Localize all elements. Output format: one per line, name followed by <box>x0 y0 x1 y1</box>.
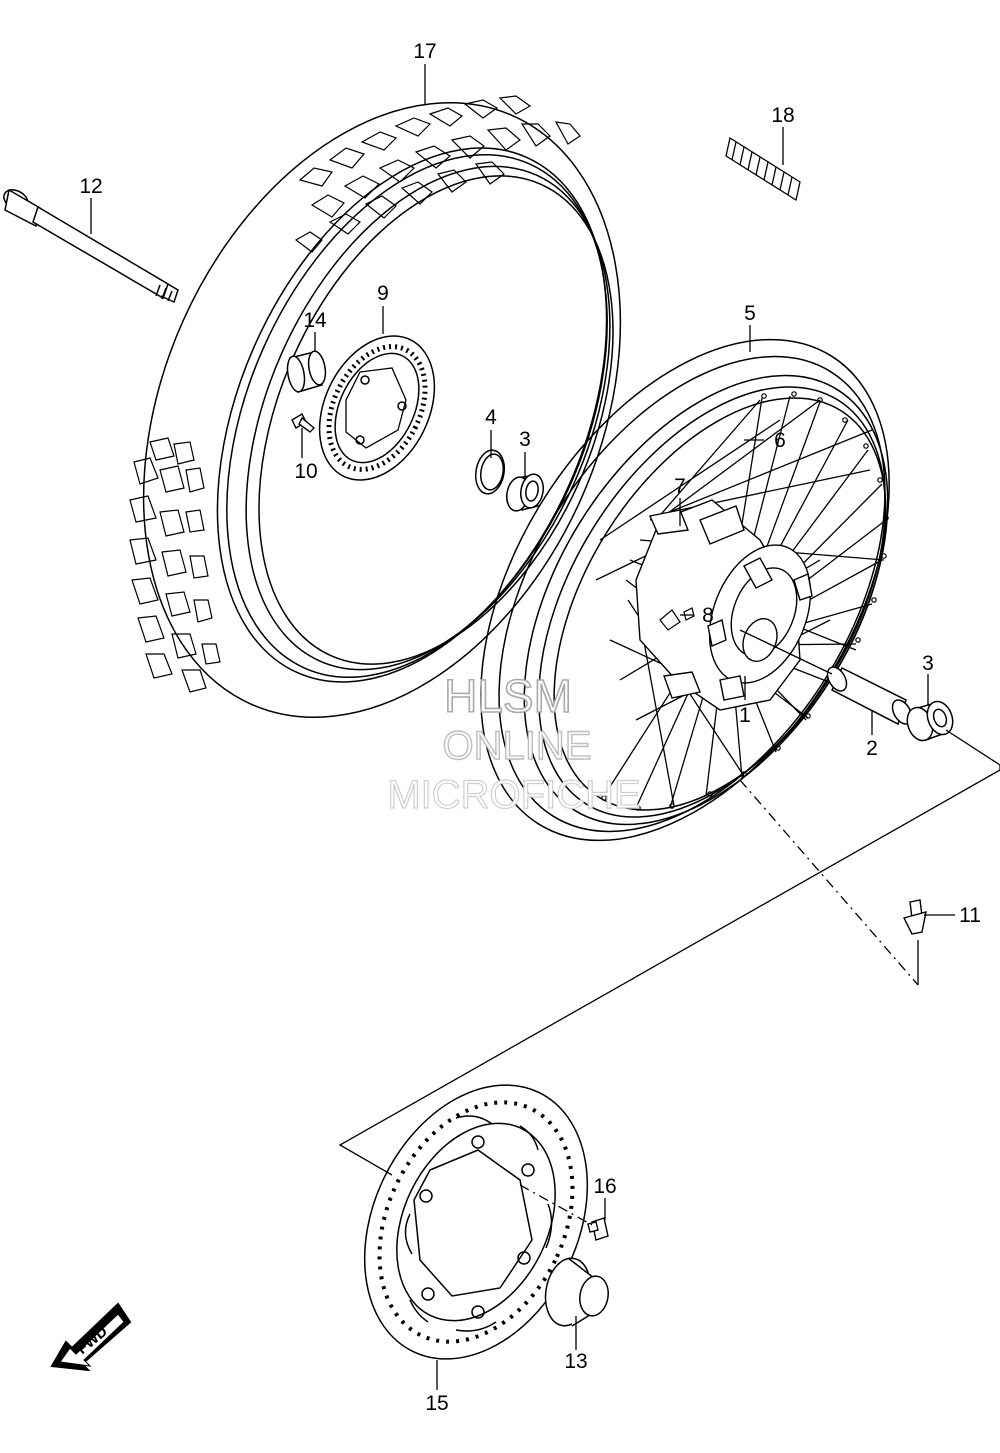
callout-labels: 17 18 12 9 5 14 4 6 3 10 7 8 3 1 2 11 16… <box>79 40 981 1415</box>
watermark: HLSM ONLINE MICROFICHE <box>387 669 642 817</box>
assembly-lines <box>338 629 1000 1226</box>
callout-6: 6 <box>774 429 786 452</box>
callout-18: 18 <box>771 104 794 127</box>
abs-sensor-ring <box>318 335 436 481</box>
tire-tread-side <box>129 437 221 693</box>
callout-10: 10 <box>294 460 317 483</box>
callout-2: 2 <box>866 737 878 760</box>
callout-7: 7 <box>674 475 686 498</box>
tire <box>129 95 622 718</box>
tire-tread-top <box>294 95 581 253</box>
brake-disc <box>363 1084 589 1360</box>
oil-seal-4 <box>474 449 506 495</box>
callout-4: 4 <box>485 406 497 429</box>
front-axle <box>3 188 179 304</box>
callout-5: 5 <box>744 302 756 325</box>
collar-13 <box>544 1257 609 1327</box>
callout-8: 8 <box>702 604 714 627</box>
reflector-tape-18 <box>725 136 801 202</box>
watermark-line-1: HLSM <box>444 670 572 722</box>
callout-13: 13 <box>564 1350 587 1373</box>
disc-bolt-16 <box>587 1217 609 1241</box>
callout-17: 17 <box>413 40 436 63</box>
callout-1: 1 <box>739 704 751 727</box>
leader-lines <box>90 64 955 1390</box>
callout-9: 9 <box>377 282 389 305</box>
callout-16: 16 <box>593 1175 616 1198</box>
spacer-14 <box>286 350 327 393</box>
screw-10 <box>291 413 316 433</box>
watermark-line-2: ONLINE <box>443 724 592 768</box>
spacer-collar-2 <box>826 666 913 726</box>
forward-direction-badge: FWD <box>50 1302 132 1372</box>
bearing-3-left <box>506 473 544 512</box>
callout-12: 12 <box>79 175 102 198</box>
callout-11: 11 <box>959 904 981 927</box>
spoked-wheel <box>480 338 890 842</box>
watermark-line-3: MICROFICHE <box>387 773 640 817</box>
tire-valve-11 <box>902 899 927 935</box>
callout-15: 15 <box>425 1392 448 1415</box>
callout-3-left: 3 <box>519 428 531 451</box>
callout-14: 14 <box>303 309 327 332</box>
bearing-3-right <box>906 700 954 742</box>
callout-3-right: 3 <box>922 652 934 675</box>
wheel-hub <box>635 499 813 711</box>
